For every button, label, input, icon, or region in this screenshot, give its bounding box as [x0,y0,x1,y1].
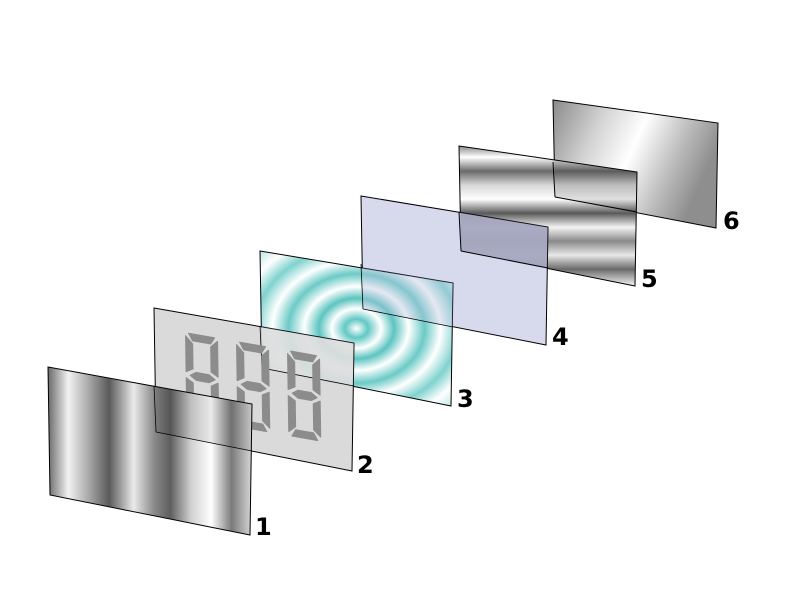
layer-label-3: 3 [457,385,474,413]
layer-label-4: 4 [552,323,569,351]
layer-label-6: 6 [723,207,740,235]
digit-3-segments [287,350,322,442]
layer-label-1: 1 [255,513,272,541]
layer-label-5: 5 [641,265,658,293]
layer-label-2: 2 [357,451,374,479]
layer-1-vertical-polarizer [47,366,253,536]
